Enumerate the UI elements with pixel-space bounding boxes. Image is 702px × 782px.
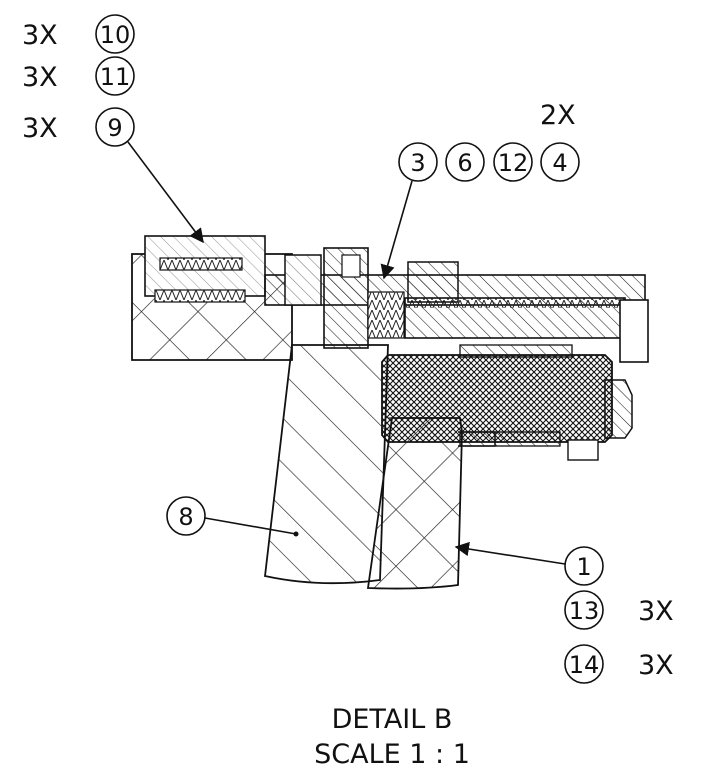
right-handle bbox=[366, 417, 463, 590]
stack-qty-label: 2X bbox=[540, 100, 576, 131]
balloon-number-14: 14 bbox=[569, 651, 600, 679]
balloon-group-9: 3X 9 bbox=[22, 107, 204, 244]
balloon-number-9: 9 bbox=[107, 114, 122, 142]
qty-label-11: 3X bbox=[22, 62, 58, 93]
balloon-number-4: 4 bbox=[552, 149, 567, 177]
balloon-8 bbox=[166, 496, 206, 536]
balloon-number-12: 12 bbox=[498, 149, 529, 177]
balloon-6 bbox=[445, 142, 485, 182]
balloon-number-1: 1 bbox=[576, 553, 591, 581]
leader-1 bbox=[454, 541, 566, 565]
balloon-group-13: 13 3X bbox=[564, 590, 674, 630]
balloon-group-8: 8 bbox=[166, 496, 299, 537]
right-handle-shoulder bbox=[458, 431, 496, 447]
qty-label-13: 3X bbox=[638, 596, 674, 627]
qty-label-10: 3X bbox=[22, 20, 58, 51]
balloon-12 bbox=[493, 142, 533, 182]
balloon-4 bbox=[540, 142, 580, 182]
balloon-1 bbox=[564, 546, 604, 586]
balloon-9 bbox=[95, 107, 135, 147]
balloon-number-3: 3 bbox=[410, 149, 425, 177]
spring-lower bbox=[154, 289, 246, 303]
balloon-10 bbox=[95, 14, 135, 54]
balloon-14 bbox=[564, 644, 604, 684]
detail-scale: SCALE 1 : 1 bbox=[314, 739, 470, 770]
balloon-number-8: 8 bbox=[178, 503, 193, 531]
balloon-group-11: 3X 11 bbox=[22, 56, 135, 96]
balloon-group-10: 3X 10 bbox=[22, 14, 135, 54]
left-handle bbox=[264, 344, 389, 585]
leader-3 bbox=[380, 180, 413, 280]
balloon-number-10: 10 bbox=[100, 21, 131, 49]
balloon-number-11: 11 bbox=[100, 63, 131, 91]
balloon-3 bbox=[398, 142, 438, 182]
leader-8 bbox=[204, 517, 297, 535]
detail-title: DETAIL B bbox=[332, 704, 453, 735]
leader-9 bbox=[127, 141, 204, 244]
balloon-13 bbox=[564, 590, 604, 630]
qty-label-14: 3X bbox=[638, 650, 674, 681]
small-block bbox=[567, 439, 599, 461]
spring-upper bbox=[159, 257, 243, 271]
balloon-group-1: 1 bbox=[454, 541, 604, 586]
far-right-cap bbox=[619, 299, 649, 363]
balloon-stack-top: 3 6 12 4 bbox=[380, 142, 580, 280]
sleeve-bottom bbox=[459, 431, 561, 447]
balloon-11 bbox=[95, 56, 135, 96]
knob-tip bbox=[604, 379, 633, 439]
balloon-number-13: 13 bbox=[569, 597, 600, 625]
balloon-number-6: 6 bbox=[457, 149, 472, 177]
section-view bbox=[131, 235, 649, 590]
right-cap bbox=[407, 261, 459, 303]
sleeve-top bbox=[459, 344, 573, 358]
qty-label-9: 3X bbox=[22, 113, 58, 144]
balloon-group-14: 14 3X bbox=[564, 644, 674, 684]
